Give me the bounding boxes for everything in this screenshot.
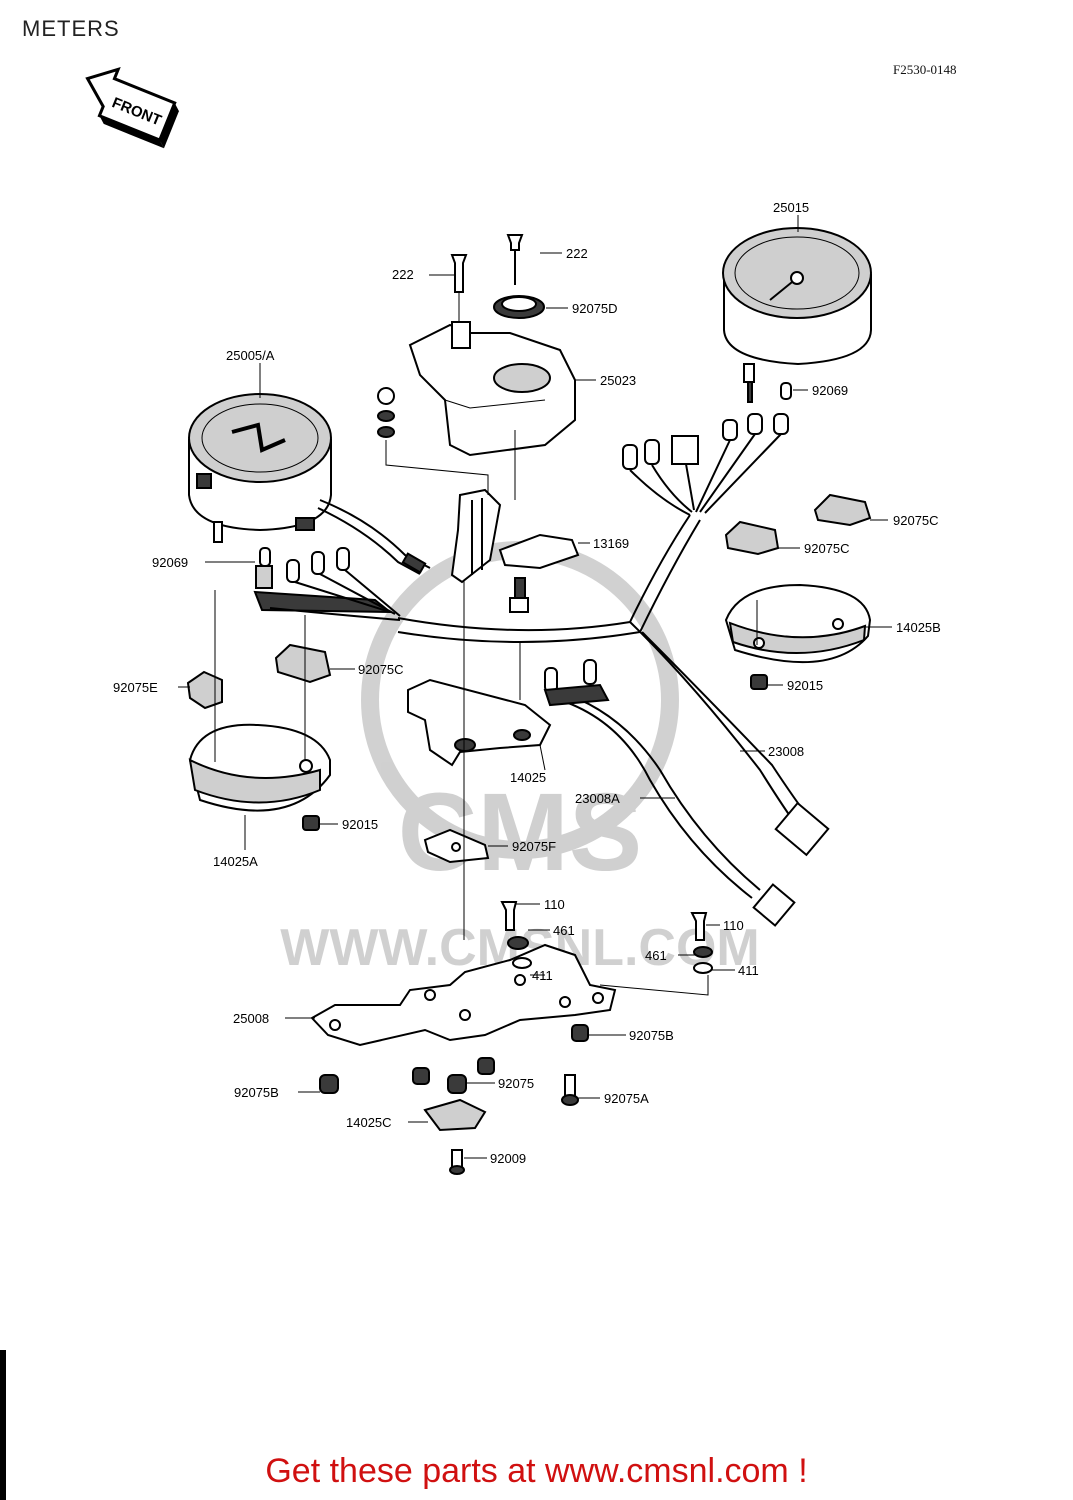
callout-92075B-right: 92075B (629, 1028, 674, 1043)
callout-92075E: 92075E (113, 680, 158, 695)
pad-92075F (423, 828, 490, 864)
callout-14025B: 14025B (896, 620, 941, 635)
tachometer-assembly (722, 227, 872, 403)
fasteners (319, 901, 713, 1175)
callout-leaders (178, 215, 892, 1159)
callout-110-left: 110 (544, 897, 565, 912)
callout-92015-left: 92015 (342, 817, 378, 832)
callout-92015-right: 92015 (787, 678, 823, 693)
callout-92075F: 92075F (512, 839, 556, 854)
callout-92075C-mid: 92075C (358, 662, 404, 677)
callout-92075C-upper: 92075C (893, 513, 939, 528)
bulb-sockets (253, 382, 792, 621)
callout-13169: 13169 (593, 536, 629, 551)
shop-link-banner[interactable]: Get these parts at www.cmsnl.com ! (265, 1452, 808, 1490)
wiring-harness (397, 514, 830, 927)
callout-25008: 25008 (233, 1011, 269, 1026)
callout-23008: 23008 (768, 744, 804, 759)
callout-14025C: 14025C (346, 1115, 392, 1130)
indicator-bracket-13169 (377, 387, 580, 613)
callout-14025: 14025 (510, 770, 546, 785)
callout-25005A: 25005/A (226, 348, 275, 363)
speedometer-assembly (188, 393, 431, 575)
meter-cover-assembly (408, 234, 576, 457)
front-arrow-icon: FRONT (85, 67, 179, 149)
callout-92075C-lower: 92075C (804, 541, 850, 556)
callout-14025A: 14025A (213, 854, 258, 869)
callout-92009: 92009 (490, 1151, 526, 1166)
callout-92075: 92075 (498, 1076, 534, 1091)
callout-labels: 25015 222 222 92075D 25023 25005/A 92069… (113, 200, 941, 1166)
callout-222-left: 222 (392, 267, 414, 282)
diagram-reference-code: F2530-0148 (893, 62, 957, 77)
callout-92069-left: 92069 (152, 555, 188, 570)
assembly-guide-lines (214, 430, 758, 940)
bottom-plate-25008 (310, 943, 617, 1047)
callout-25015: 25015 (773, 200, 809, 215)
page-edge-bar (0, 1350, 6, 1500)
meter-cases (188, 583, 872, 831)
callout-92075B-left: 92075B (234, 1085, 279, 1100)
rubber-dampers (186, 493, 872, 710)
callout-461-left: 461 (553, 923, 575, 938)
exploded-parts-diagram: CMS WWW.CMSNL.COM FRONT (85, 67, 941, 1175)
meter-bracket-14025 (407, 678, 552, 767)
callout-92075D: 92075D (572, 301, 618, 316)
callout-23008A: 23008A (575, 791, 620, 806)
callout-92075A: 92075A (604, 1091, 649, 1106)
callout-25023: 25023 (600, 373, 636, 388)
callout-222-right: 222 (566, 246, 588, 261)
callout-92069-right: 92069 (812, 383, 848, 398)
watermark-logo-text: CMS (398, 771, 642, 894)
page-title: METERS (22, 16, 120, 41)
callout-461-right: 461 (645, 948, 667, 963)
callout-411-right: 411 (738, 963, 759, 978)
callout-411-left: 411 (532, 968, 553, 983)
watermark: CMS WWW.CMSNL.COM (280, 541, 760, 977)
callout-110-right: 110 (723, 918, 744, 933)
